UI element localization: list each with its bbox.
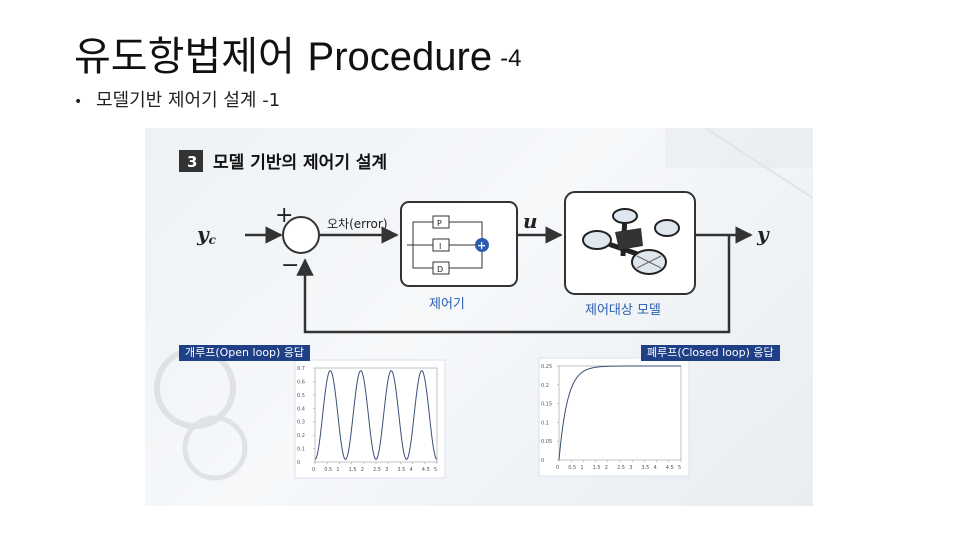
title-korean: 유도항법제어: [74, 34, 295, 80]
feedback-arrow: [296, 235, 731, 334]
closed-loop-caption: 폐루프(Closed loop) 응답: [641, 345, 780, 361]
controller-block: [400, 201, 518, 287]
closed-loop-x-tick-label: 2: [605, 465, 608, 471]
open-loop-y-tick-label: 0.4: [297, 406, 305, 412]
open-loop-y-tick-label: 0.5: [297, 393, 305, 399]
control-diagram-figure: 3 모델 기반의 제어기 설계 yc + − 오차(error) P I D +…: [145, 128, 813, 506]
closed-loop-y-tick-label: 0.25: [541, 364, 552, 370]
pid-input-lines: [407, 221, 433, 269]
closed-loop-y-tick-label: 0.05: [541, 439, 552, 445]
open-loop-x-tick-label: 4: [410, 467, 413, 473]
open-loop-y-tick-label: 0: [297, 460, 300, 466]
open-loop-x-tick-label: 0.5: [324, 467, 332, 473]
closed-loop-chart-panel: [538, 357, 690, 477]
open-loop-y-tick-label: 0.7: [297, 366, 305, 372]
diagram-canvas: 3 모델 기반의 제어기 설계 yc + − 오차(error) P I D +…: [154, 128, 813, 481]
closed-loop-response-line: [558, 365, 681, 461]
open-loop-chart-panel: [294, 359, 446, 479]
bullet-dot-icon: •: [74, 94, 83, 110]
closed-loop-x-tick-label: 0.5: [568, 465, 576, 471]
pid-i-label: I: [439, 242, 441, 251]
quadcopter-icon: [582, 208, 680, 275]
open-loop-y-tick-label: 0.1: [297, 447, 305, 453]
open-loop-caption: 개루프(Open loop) 응답: [179, 345, 311, 361]
open-loop-x-tick-label: 2: [361, 467, 364, 473]
open-loop-x-tick-label: 0: [312, 467, 315, 473]
bullet-item: • 모델기반 제어기 설계 -1: [74, 86, 280, 112]
open-loop-x-tick-label: 1.5: [349, 467, 357, 473]
open-loop-x-tick-label: 3.5: [397, 467, 405, 473]
closed-loop-y-tick-label: 0.15: [541, 402, 552, 408]
figure-heading: 모델 기반의 제어기 설계: [213, 152, 387, 173]
open-loop-response-line: [314, 370, 438, 460]
plant-caption: 제어대상 모델: [585, 303, 661, 318]
slide-title: 유도항법제어 Procedure -4: [74, 24, 521, 82]
closed-loop-x-tick-label: 5: [678, 465, 681, 471]
background-blueprint: [154, 128, 813, 481]
output-label: y: [756, 222, 770, 246]
open-loop-y-tick-label: 0.2: [297, 433, 305, 439]
closed-loop-x-tick-label: 2.5: [617, 465, 625, 471]
closed-loop-x-tick-label: 3.5: [641, 465, 649, 471]
pid-sum-plus: +: [477, 239, 486, 252]
open-loop-x-tick-label: 2.5: [373, 467, 381, 473]
open-loop-y-tick-label: 0.3: [297, 420, 305, 426]
control-label: u: [523, 209, 538, 233]
closed-loop-y-tick-label: 0.1: [541, 420, 549, 426]
title-procedure: Procedure: [307, 35, 493, 79]
pid-output-lines: [449, 221, 483, 269]
open-loop-x-tick-label: 1: [336, 467, 339, 473]
closed-loop-x-tick-label: 1.5: [593, 465, 601, 471]
pid-sum-node: [475, 238, 489, 252]
bullet-text: 모델기반 제어기 설계 -1: [96, 90, 281, 111]
controller-caption: 제어기: [429, 297, 465, 312]
section-number: 3: [187, 153, 197, 171]
minus-sign: −: [281, 253, 299, 278]
open-loop-x-tick-label: 3: [385, 467, 388, 473]
pid-p-label: P: [437, 219, 442, 228]
closed-loop-y-tick-label: 0: [541, 458, 544, 464]
open-loop-chart: 0 0.5 1 1.5 2 2.5 3 3.5 4 4.5 5 0 0.1 0.2 0.3 0.4 0.5 0.6…: [297, 366, 438, 473]
open-loop-x-tick-label: 4.5: [422, 467, 430, 473]
closed-loop-x-tick-label: 1: [580, 465, 583, 471]
closed-loop-x-tick-label: 4.5: [666, 465, 674, 471]
title-number: -4: [500, 45, 522, 72]
closed-loop-y-tick-label: 0.2: [541, 383, 549, 389]
pid-d-label: D: [437, 265, 443, 274]
closed-loop-chart: 0 0.5 1 1.5 2 2.5 3 3.5 4 4.5 5 0 0.05 0.1 0.15 0.2 0.25: [541, 364, 682, 471]
open-loop-y-tick-label: 0.6: [297, 379, 305, 385]
input-label: yc: [196, 222, 217, 247]
error-label: 오차(error): [327, 217, 388, 231]
section-number-box: [179, 150, 203, 172]
closed-loop-x-tick-label: 0: [556, 465, 559, 471]
plus-sign: +: [275, 203, 293, 228]
open-loop-x-tick-label: 5: [434, 467, 437, 473]
closed-loop-x-tick-label: 4: [654, 465, 657, 471]
closed-loop-x-tick-label: 3: [629, 465, 632, 471]
